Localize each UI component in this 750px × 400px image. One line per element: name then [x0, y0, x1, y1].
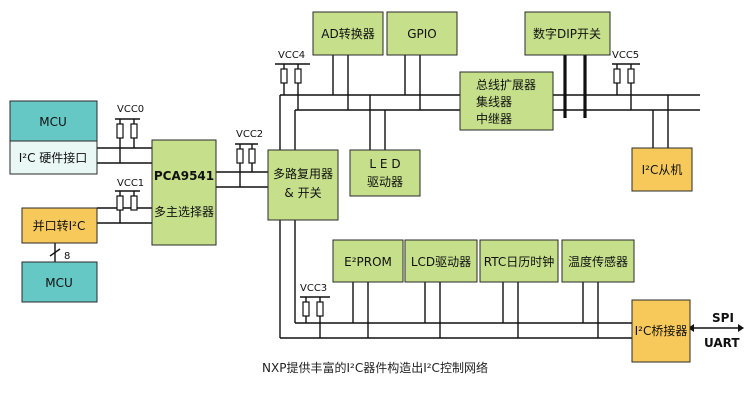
mcu-bottom-block — [21, 261, 98, 303]
mcu-top-block — [9, 100, 98, 142]
pca9541-block — [151, 139, 217, 246]
rtc-block — [479, 239, 559, 283]
pullup-resistors — [116, 68, 635, 317]
lcd-driver-block — [404, 239, 478, 283]
dip-switch-block — [524, 11, 611, 56]
i2c-bridge-block — [631, 299, 691, 363]
i2c-slave-label: I²C从机 — [642, 163, 683, 177]
i2c-slave-block — [631, 147, 693, 192]
ad-converter-label: AD转换器 — [321, 26, 374, 41]
i2c-bridge-label: I²C桥接器 — [635, 323, 688, 338]
spi-label: SPI — [712, 311, 734, 325]
parallel-to-i2c-block — [21, 207, 98, 244]
gpio-label: GPIO — [407, 27, 437, 41]
temp-sensor-block — [561, 239, 635, 283]
uart-label: UART — [704, 336, 740, 350]
bus-width-label: 8 — [64, 251, 70, 262]
rtc-label: RTC日历时钟 — [484, 254, 554, 269]
bus-extender-block — [459, 71, 554, 131]
parallel-to-i2c-label: 并口转I²C — [33, 218, 86, 233]
vcc2-label: VCC2 — [236, 129, 263, 140]
bus-extender-line2: 集线器 — [476, 94, 512, 109]
bus-extender-line1: 总线扩展器 — [476, 78, 536, 92]
vcc3-label: VCC3 — [300, 283, 327, 294]
bus-extender-line3: 中继器 — [476, 111, 512, 126]
led-driver-block — [349, 149, 421, 197]
mux-label-line1: 多路复用器 — [273, 166, 333, 181]
vcc5-label: VCC5 — [612, 50, 639, 61]
gpio-block — [386, 11, 458, 56]
eeprom-block — [332, 239, 404, 283]
mcu-top-label: MCU — [39, 115, 67, 129]
vcc1-label: VCC1 — [117, 178, 144, 189]
dip-switch-label: 数字DIP开关 — [533, 26, 601, 41]
main-bus-wires — [275, 55, 744, 339]
i2c-hw-interface-block — [9, 140, 98, 175]
vcc4-label: VCC4 — [278, 50, 305, 61]
pca9541-subtitle: 多主选择器 — [154, 205, 214, 219]
mux-switch-block — [267, 149, 339, 221]
led-driver-line1: L E D — [369, 157, 400, 171]
mux-label-line2: & 开关 — [284, 186, 321, 200]
pca9541-name: PCA9541 — [154, 169, 214, 183]
i2c-hw-interface-label: I²C 硬件接口 — [19, 150, 88, 165]
lcd-driver-label: LCD驱动器 — [411, 255, 471, 269]
temp-sensor-label: 温度传感器 — [568, 254, 628, 269]
led-driver-line2: 驱动器 — [367, 175, 403, 189]
mcu-bottom-label: MCU — [45, 276, 73, 290]
diagram-caption: NXP提供丰富的I²C器件构造出I²C控制网络 — [262, 360, 488, 375]
eeprom-label: E²PROM — [344, 255, 392, 269]
ad-converter-block — [312, 11, 384, 56]
vcc0-label: VCC0 — [117, 104, 144, 115]
